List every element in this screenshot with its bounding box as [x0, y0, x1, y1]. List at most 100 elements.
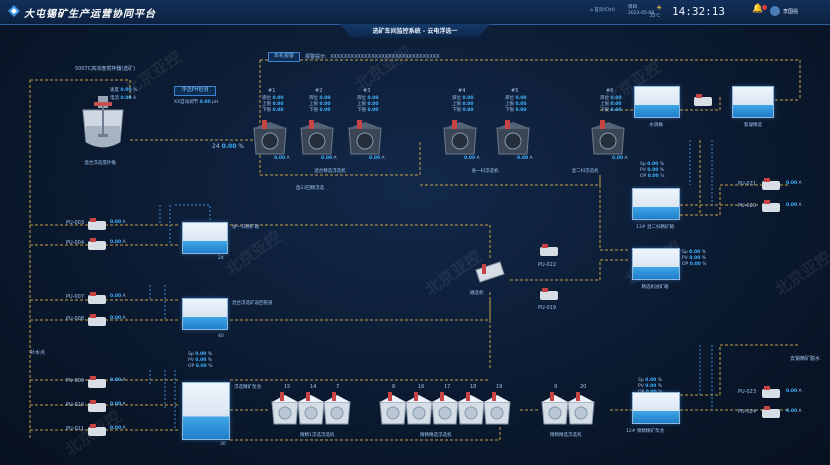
cell-number: 15 — [284, 384, 291, 390]
pump-label: PU-010 — [66, 402, 85, 408]
cell-number: 18 — [470, 384, 477, 390]
date-label: 周四 — [628, 5, 637, 10]
mixer-current: 电流 0.00 A — [110, 96, 137, 101]
cell-readings: 液位 0.00 上限 0.00 下限 0.00 — [357, 96, 379, 113]
flotation-cell[interactable] — [540, 392, 570, 426]
pump-value: 0.00 A — [110, 316, 126, 321]
pump-value: 0.00 A — [110, 294, 126, 299]
alarm-status-prefix: 报警提示: — [305, 54, 327, 60]
concentrate-pump-tank[interactable] — [182, 382, 230, 440]
tank-13[interactable] — [632, 188, 680, 220]
pump-pu020[interactable] — [760, 200, 784, 214]
water-point-label: 补水点 — [30, 350, 46, 356]
flotation-cell[interactable] — [588, 120, 628, 160]
bottom-group-1-label: 精精1浮选浮选机 — [300, 433, 335, 438]
cell-current: 0.00 A — [464, 156, 480, 161]
pump-pu008[interactable] — [86, 314, 110, 328]
pump-pu019[interactable] — [538, 288, 562, 302]
home-link[interactable]: ⌂ 首页(Ctrl) — [590, 8, 615, 13]
tank-number: 40 — [218, 334, 224, 339]
overflow-tank-label: 精选机溢矿箱 — [641, 285, 669, 290]
pump-pu010[interactable] — [86, 400, 110, 414]
cell-current: 0.00 A — [369, 156, 385, 161]
pump-pu007[interactable] — [86, 292, 110, 306]
pump-value: 0.00 A — [110, 240, 126, 245]
level-24: 24 0.00 % — [212, 143, 244, 150]
pump-pu023[interactable] — [760, 386, 784, 400]
cell-current: 0.00 A — [612, 156, 628, 161]
water-tank-label: 水调桶 — [649, 123, 663, 128]
pump-label: PU-020 — [738, 203, 757, 209]
cell-number: 17 — [444, 384, 451, 390]
tank3-readings: Sp 0.00 % PV 0.00 % OP 0.00 % — [640, 162, 665, 179]
flotation-cell[interactable] — [430, 392, 460, 426]
pump-pu022[interactable] — [538, 244, 562, 258]
cell-number: 20 — [580, 384, 587, 390]
ph-value: XX自动调节 0.00 pH — [174, 100, 219, 105]
cell-number: 9 — [554, 384, 558, 390]
mixer-tank[interactable] — [78, 96, 128, 156]
flotation-cell[interactable] — [440, 120, 480, 160]
pump-pu024[interactable] — [760, 406, 784, 420]
ph-detect-button[interactable]: 浮选PH检测 — [174, 86, 216, 96]
flotation-cell[interactable] — [250, 120, 290, 160]
flocculant-tank[interactable] — [732, 86, 774, 118]
alarm-status-text: XXXXXXXXXXXXXXXXXXXXXXXXXXXXXXXX — [330, 54, 440, 60]
cell-number: 19 — [496, 384, 503, 390]
flotation-cell[interactable] — [345, 120, 385, 160]
home-icon: ⌂ — [590, 8, 593, 13]
pump-pu021[interactable] — [760, 178, 784, 192]
mixer-rate: 速度 0.00 % — [110, 88, 138, 93]
cell-number: #6 — [606, 88, 614, 94]
pump-icon[interactable] — [692, 94, 716, 108]
return-tank[interactable] — [182, 298, 228, 330]
scavenger-concentrate-tank[interactable] — [182, 222, 228, 254]
pump-label: PU-008 — [66, 316, 85, 322]
dewater-label: 去锡精矿脱水 — [790, 356, 821, 362]
flotation-cell[interactable] — [404, 392, 434, 426]
flotation-cell[interactable] — [566, 392, 596, 426]
pump-value: 0.00 A — [786, 409, 802, 414]
cell-readings: 液位 0.00 上限 0.00 下限 0.00 — [262, 96, 284, 113]
pump-label: PU-003 — [66, 220, 85, 226]
tab-single-alarm[interactable]: 单机报警 — [268, 52, 300, 62]
subtitle-banner: 选矿车间监控系统 - 云电浮选一 — [340, 24, 490, 38]
cell-number: #2 — [315, 88, 323, 94]
cell-number: #5 — [511, 88, 519, 94]
flotation-cell[interactable] — [456, 392, 486, 426]
overflow-tank[interactable] — [632, 248, 680, 280]
pump-pu011[interactable] — [86, 424, 110, 438]
flotation-cell[interactable] — [482, 392, 512, 426]
weather-icon: ☀ — [656, 4, 663, 12]
cell-readings: 液位 0.00 上限 0.00 下限 0.00 — [600, 96, 622, 113]
mixer-note: 5007C高浓度搅拌器(选矿) — [75, 66, 136, 72]
tank30-readings: Sp 0.00 % PV 0.00 % OP 0.00 % — [188, 352, 213, 369]
flotation-cell[interactable] — [378, 392, 408, 426]
cell-number: 14 — [310, 384, 317, 390]
pump-label: PU-022 — [538, 262, 557, 268]
avatar[interactable] — [770, 6, 780, 16]
pump-pu009[interactable] — [86, 376, 110, 390]
pump-value: 0.00 A — [110, 220, 126, 225]
flotation-cell[interactable] — [296, 392, 326, 426]
tin-concentrate-tank[interactable] — [632, 392, 680, 424]
flotation-cell[interactable] — [297, 120, 337, 160]
pump-label: PU-007 — [66, 294, 85, 300]
flotation-cell[interactable] — [322, 392, 352, 426]
bottom-group-2-label: 精精精选浮选机 — [420, 433, 452, 438]
group-label-1b: 直23回精浮选 — [295, 186, 325, 191]
pump-pu004[interactable] — [86, 238, 110, 252]
flotation-cell[interactable] — [493, 120, 533, 160]
magnetic-separator[interactable] — [472, 260, 506, 286]
water-tank[interactable] — [634, 86, 680, 118]
cell-number: #1 — [268, 88, 276, 94]
cell-readings: 液位 0.00 上限 0.00 下限 0.00 — [309, 96, 331, 113]
flotation-cell[interactable] — [270, 392, 300, 426]
pump-label: PU-019 — [538, 305, 557, 311]
bell-icon[interactable]: 🔔 — [752, 4, 764, 14]
pump-value: 0.00 A — [110, 426, 126, 431]
group-label-2: 进一扫浮选机 — [471, 169, 499, 174]
tank-label: 浮选精矿泵池 — [234, 385, 261, 390]
pump-pu003[interactable] — [86, 218, 110, 232]
